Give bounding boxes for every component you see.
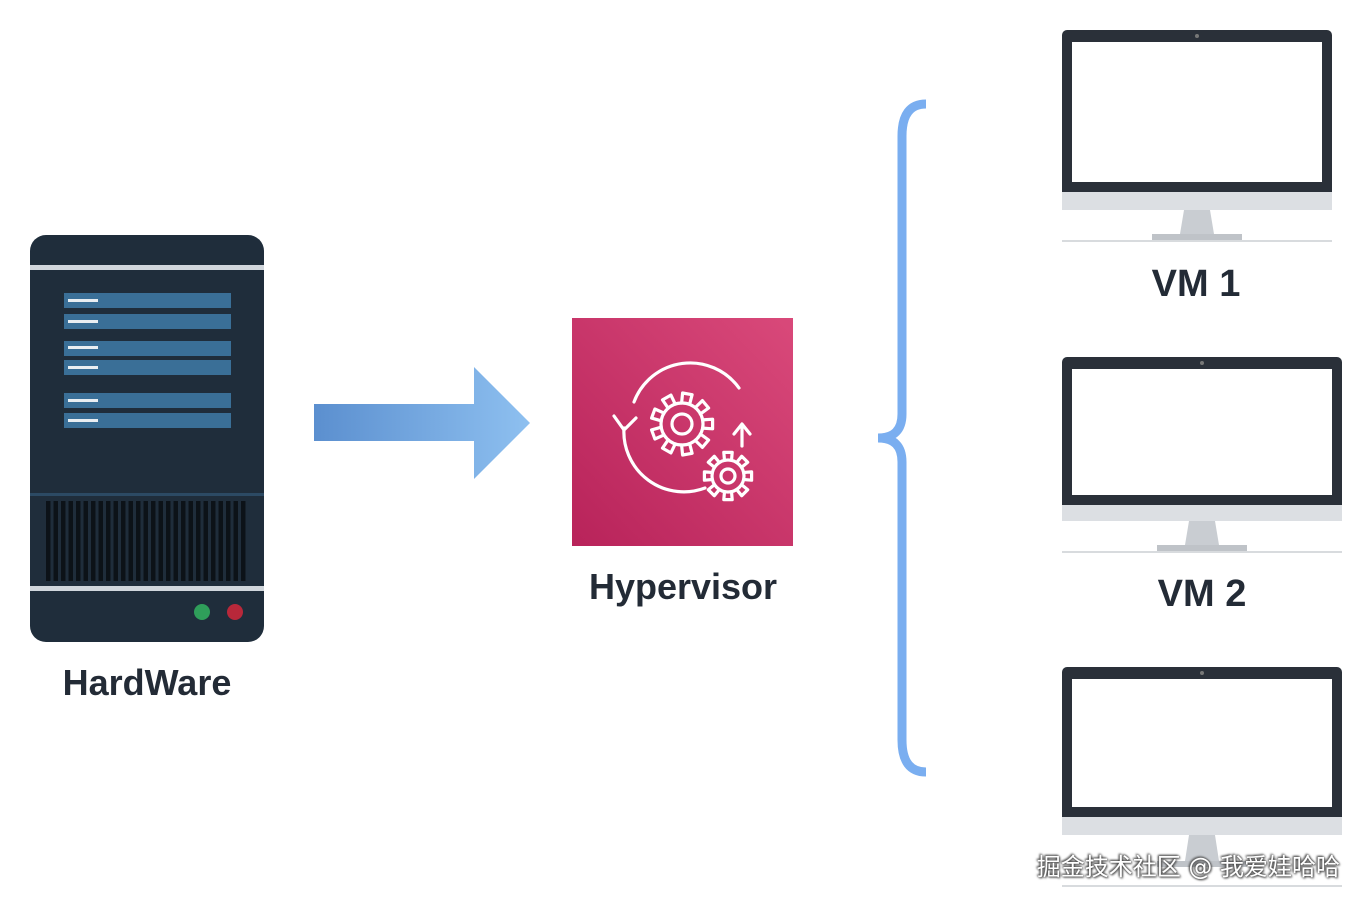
gears-cycle-icon — [572, 318, 793, 546]
vm-2-monitor-icon — [1062, 357, 1342, 553]
watermark-text: 掘金技术社区 @ 我爱娃哈哈 — [1036, 853, 1340, 881]
hardware-label: HardWare — [62, 662, 232, 703]
vm-2-label: VM 2 — [1157, 573, 1247, 615]
server-rack-icon — [30, 235, 264, 642]
hypervisor-label: Hypervisor — [588, 566, 778, 607]
vm-3-monitor-icon — [1062, 667, 1342, 887]
right-arrow-icon — [314, 367, 530, 479]
vm-1-monitor-icon — [1062, 30, 1332, 242]
vm-1-label: VM 1 — [1151, 263, 1241, 305]
left-curly-brace-icon — [877, 99, 927, 777]
